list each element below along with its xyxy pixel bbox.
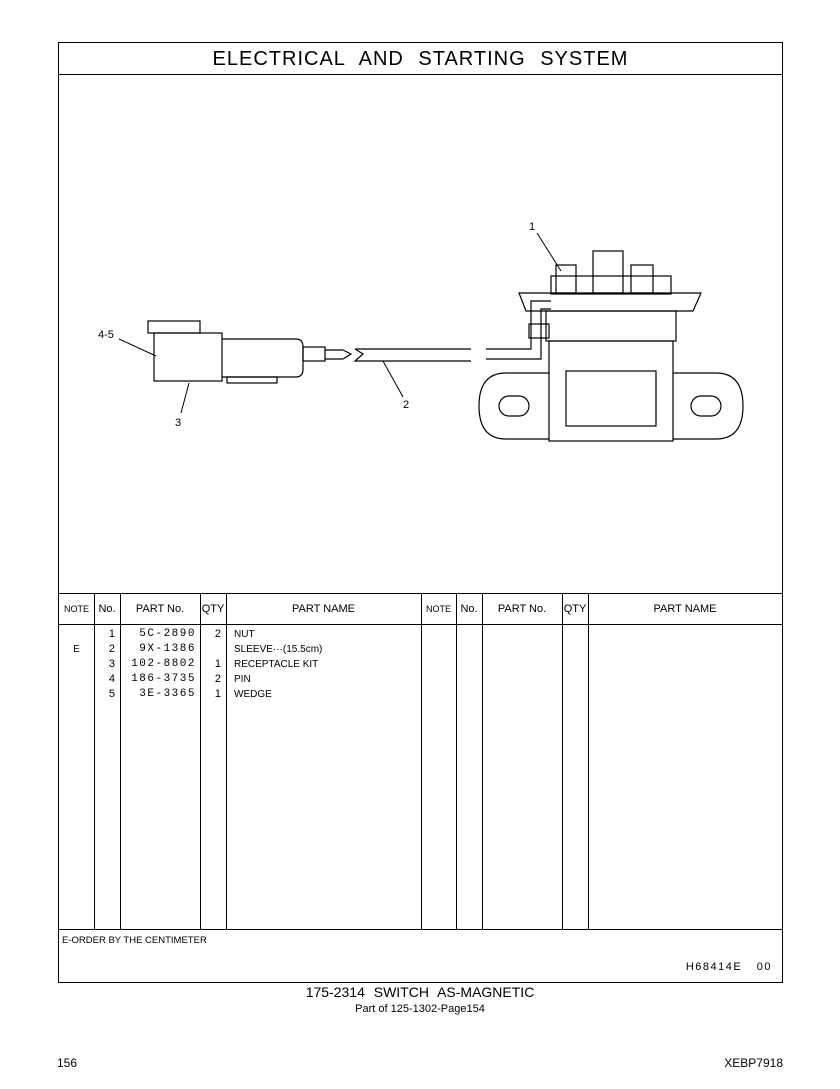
header-part-name-2: PART NAME	[653, 603, 717, 615]
assembly-title: 175-2314 SWITCH AS-MAGNETIC	[305, 984, 535, 1000]
row-no: 3	[108, 658, 115, 670]
row-note	[61, 627, 92, 642]
order-note: E-ORDER BY THE CENTIMETER	[62, 935, 207, 946]
row-note	[61, 687, 92, 702]
parts-table: NOTE No. PART No. QTY PART NAME NOTE No.…	[59, 593, 782, 929]
connector-drawing	[147, 300, 551, 384]
header-no-2: No.	[460, 603, 478, 615]
row-no: 4	[108, 673, 115, 685]
header-note-2: NOTE	[425, 604, 451, 614]
row-part-name: RECEPTACLE KIT	[234, 659, 319, 670]
callout-3: 3	[175, 417, 181, 429]
row-qty: 2	[214, 628, 221, 640]
row-no: 1	[108, 628, 115, 640]
row-note: E	[73, 644, 80, 655]
header-no: No.	[98, 603, 116, 615]
parts-page-frame: ELECTRICAL AND STARTING SYSTEM	[58, 42, 783, 983]
illustration-code: H68414E 00	[685, 961, 772, 973]
callout-1: 1	[529, 221, 535, 233]
callout-4-5: 4-5	[98, 329, 114, 341]
row-note	[61, 672, 92, 687]
page-title: ELECTRICAL AND STARTING SYSTEM	[59, 43, 782, 75]
assembly-subtitle: Part of 125-1302-Page154	[355, 1003, 485, 1015]
row-qty: 1	[214, 658, 221, 670]
row-part-name: WEDGE	[234, 689, 272, 700]
row-part-name: NUT	[234, 629, 255, 640]
callout-2: 2	[403, 399, 409, 411]
row-qty: 1	[214, 688, 221, 700]
table-header: NOTE No. PART No. QTY PART NAME NOTE No.…	[59, 594, 782, 625]
row-qty: 2	[214, 673, 221, 685]
row-part-name: SLEEVE···(15.5cm)	[234, 644, 323, 655]
header-note: NOTE	[63, 604, 89, 614]
row-qty	[202, 642, 221, 657]
document-id: XEBP7918	[724, 1056, 783, 1070]
row-no: 2	[108, 643, 115, 655]
row-part-no: 102-8802	[131, 658, 196, 670]
row-part-no: 9X-1386	[139, 643, 196, 655]
row-part-no: 3E-3365	[139, 688, 196, 700]
row-part-name: PIN	[234, 674, 251, 685]
row-no: 5	[108, 688, 115, 700]
header-qty-2: QTY	[563, 603, 587, 615]
parts-illustration: 1 4-5 2 3	[59, 75, 782, 593]
header-part-name: PART NAME	[292, 603, 355, 615]
row-note	[61, 657, 92, 672]
footer-notes: E-ORDER BY THE CENTIMETER H68414E 00	[59, 929, 782, 983]
header-part-no-2: PART No.	[497, 603, 547, 615]
magnetic-switch-drawing	[478, 250, 744, 442]
header-part-no: PART No.	[135, 603, 185, 615]
header-qty: QTY	[201, 603, 225, 615]
row-part-no: 5C-2890	[139, 628, 196, 640]
row-part-no: 186-3735	[131, 673, 196, 685]
page-number: 156	[57, 1056, 78, 1070]
